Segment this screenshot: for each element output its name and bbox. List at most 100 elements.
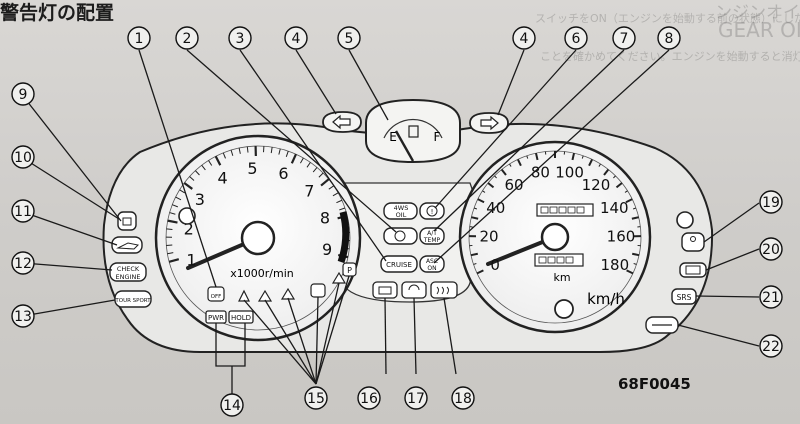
tach-hub bbox=[240, 220, 276, 256]
callout-6: 4 bbox=[512, 26, 536, 50]
callout-1: 1 bbox=[127, 26, 151, 50]
tach-number-9: 9 bbox=[322, 240, 332, 259]
right-knob bbox=[676, 211, 694, 229]
callout-21: 20 bbox=[759, 237, 783, 261]
speed-tick bbox=[470, 252, 479, 257]
callout-label: 17 bbox=[407, 391, 425, 407]
speed-tick bbox=[598, 163, 601, 167]
check-engine-indicator bbox=[109, 262, 147, 282]
hold-indicator bbox=[228, 310, 254, 324]
ghost-right-1: ンジンオイル bbox=[715, 3, 800, 23]
leader-lines bbox=[22, 49, 760, 394]
callout-7: 6 bbox=[564, 26, 588, 50]
abs-indicator bbox=[383, 227, 418, 245]
figure-code: 68F0045 bbox=[618, 375, 691, 393]
speed-tick bbox=[633, 263, 637, 265]
callout-label: 16 bbox=[360, 391, 378, 407]
trip-reset-knob bbox=[554, 299, 574, 319]
off-label: OFF bbox=[211, 294, 222, 300]
tach-tick bbox=[222, 152, 226, 159]
callout-label: 19 bbox=[762, 195, 780, 211]
callout-5: 5 bbox=[337, 26, 361, 50]
callout-16: 15 bbox=[304, 386, 328, 410]
speed-tick bbox=[500, 168, 507, 176]
tach-tick bbox=[167, 219, 178, 224]
callout-label: 4 bbox=[520, 31, 529, 47]
sport-mode-indicator bbox=[114, 290, 152, 308]
turn-left-icon bbox=[322, 111, 362, 133]
door-warning-indicator bbox=[679, 262, 707, 278]
ghost-top-line-1: スイッチをON（エンジンを始動する前の状態）にした時、点灯する bbox=[535, 12, 800, 25]
callout-label: 1 bbox=[135, 31, 144, 47]
brake-warning-indicator bbox=[419, 202, 445, 220]
srs-label: SRS bbox=[677, 293, 692, 302]
speed-tick bbox=[476, 269, 484, 275]
oil-label: OIL bbox=[396, 211, 407, 219]
speed-unit: km/h bbox=[587, 290, 625, 308]
tach-tick bbox=[195, 170, 200, 176]
warn-triangle-icon-1 bbox=[238, 289, 250, 302]
ghost-top-line-2: ことを確かめてください。エンジンを始動すると消灯します。 bbox=[540, 50, 800, 63]
headlight-icon bbox=[408, 284, 420, 291]
tach-tick bbox=[290, 153, 297, 164]
callout-15: 14 bbox=[220, 393, 244, 417]
callout-13: 12 bbox=[11, 251, 35, 275]
speed-number-80: 80 bbox=[531, 164, 550, 182]
temp-label: TEMP bbox=[423, 237, 441, 244]
callout-label: 22 bbox=[762, 339, 780, 355]
callout-label: 4 bbox=[292, 31, 301, 47]
at-temp-indicator bbox=[419, 227, 445, 245]
door-icon bbox=[685, 265, 701, 275]
callout-label: 8 bbox=[665, 31, 674, 47]
tach-tick bbox=[179, 189, 185, 194]
turn-right-icon bbox=[469, 112, 509, 134]
odometer-display bbox=[536, 203, 594, 217]
charge-indicator bbox=[372, 281, 398, 299]
tach-tick bbox=[270, 147, 273, 154]
fuel-gauge: E F bbox=[365, 98, 461, 164]
speed-tick bbox=[471, 216, 479, 220]
tach-tick bbox=[189, 176, 195, 181]
speed-number-0: 0 bbox=[490, 256, 500, 274]
callout-19: 18 bbox=[451, 386, 475, 410]
speed-number-140: 140 bbox=[600, 199, 629, 217]
tach-number-4: 4 bbox=[218, 169, 228, 188]
callout-label: 13 bbox=[14, 309, 32, 325]
speed-tick bbox=[487, 182, 495, 189]
callout-label: 15 bbox=[307, 391, 325, 407]
callout-8: 7 bbox=[612, 26, 636, 50]
seatbelt-icon bbox=[690, 236, 696, 242]
tach-redzone bbox=[337, 211, 350, 264]
fuel-full-label: F bbox=[434, 130, 441, 144]
tach-tick bbox=[278, 148, 281, 155]
asc-on-label: ON bbox=[427, 265, 436, 272]
speed-tick bbox=[477, 198, 485, 204]
callout-label: 18 bbox=[454, 391, 472, 407]
callout-12: 11 bbox=[11, 199, 35, 223]
tach-tick bbox=[201, 164, 206, 171]
speed-tick bbox=[482, 190, 486, 193]
callout-label: 6 bbox=[572, 31, 581, 47]
speed-tick bbox=[632, 207, 637, 210]
odo-unit: km bbox=[553, 271, 570, 284]
tach-tick bbox=[318, 172, 324, 178]
speed-number-100: 100 bbox=[555, 164, 584, 182]
callout-20: 19 bbox=[759, 190, 783, 214]
tripmeter-display bbox=[534, 253, 584, 267]
tach-tick bbox=[175, 196, 182, 201]
fuel-empty-label: E bbox=[389, 130, 397, 144]
sport-label: TOUR SPORT bbox=[114, 298, 151, 304]
speed-tick bbox=[581, 155, 584, 159]
tach-tick bbox=[168, 258, 180, 263]
callout-label: 3 bbox=[236, 31, 245, 47]
callout-9: 8 bbox=[657, 26, 681, 50]
oil-can-icon bbox=[116, 242, 140, 250]
callout-label: 20 bbox=[762, 242, 780, 258]
speed-tick bbox=[526, 155, 529, 159]
callout-10: 9 bbox=[11, 82, 35, 106]
speed-tick bbox=[535, 152, 539, 161]
tach-tick bbox=[339, 207, 346, 211]
callout-18: 17 bbox=[404, 386, 428, 410]
tach-tick bbox=[320, 178, 330, 187]
